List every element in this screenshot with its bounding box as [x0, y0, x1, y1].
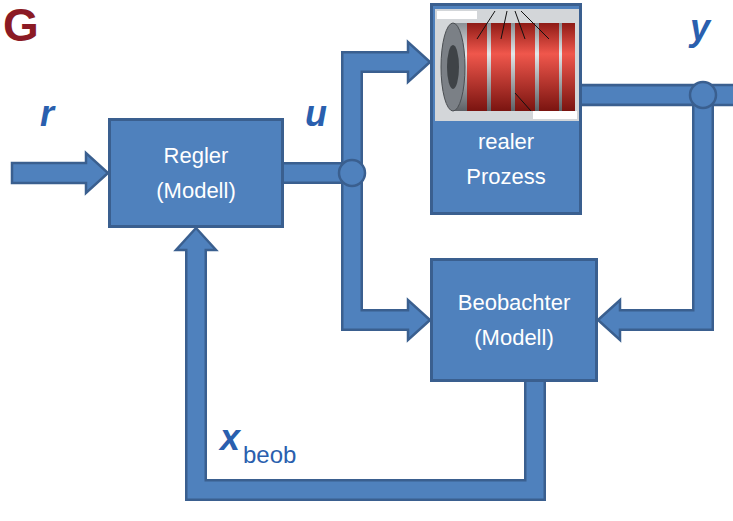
branch-point	[339, 160, 365, 186]
arrow-body	[284, 62, 410, 173]
input-arrow	[12, 153, 108, 193]
box-label: realer Prozess	[451, 124, 561, 194]
heater-band	[491, 23, 511, 111]
title-fragment: G	[3, 2, 39, 48]
arrow-outline	[582, 95, 703, 320]
signal-name: u	[305, 96, 327, 132]
branch-point	[690, 82, 716, 108]
roller-body	[453, 23, 575, 111]
process-box: Regler (Modell)	[108, 118, 284, 228]
heater-band	[467, 23, 487, 111]
picture-tag	[533, 111, 577, 119]
roller-illustration	[435, 9, 579, 121]
signal-name: beob	[243, 443, 296, 467]
arrow-head	[598, 300, 620, 340]
box-label: Beobachter (Modell)	[448, 285, 580, 355]
arrow-head	[408, 300, 430, 340]
signal-arrow	[284, 42, 430, 173]
heater-band	[515, 23, 535, 111]
heater-band	[562, 23, 575, 111]
roller-hub	[447, 45, 459, 89]
arrow-body	[284, 173, 410, 320]
arrow-body	[582, 95, 703, 320]
roller-face	[441, 23, 465, 111]
box-label: Regler (Modell)	[136, 138, 256, 208]
process-box: realer Prozess	[430, 3, 582, 215]
signal-arrow	[582, 95, 703, 340]
arrow-head	[408, 42, 430, 82]
picture-tag	[437, 11, 477, 19]
heater-band	[539, 23, 559, 111]
arrow-outline	[284, 62, 410, 173]
process-box: Beobachter (Modell)	[430, 258, 598, 382]
arrow-outline	[284, 173, 410, 320]
leader-lines	[477, 11, 549, 111]
picture-ground	[435, 9, 579, 121]
signal-name: x	[220, 420, 240, 456]
signal-name: r	[40, 96, 54, 132]
signal-name: y	[690, 10, 710, 46]
signal-arrow	[284, 173, 430, 340]
arrow-head	[176, 228, 216, 250]
